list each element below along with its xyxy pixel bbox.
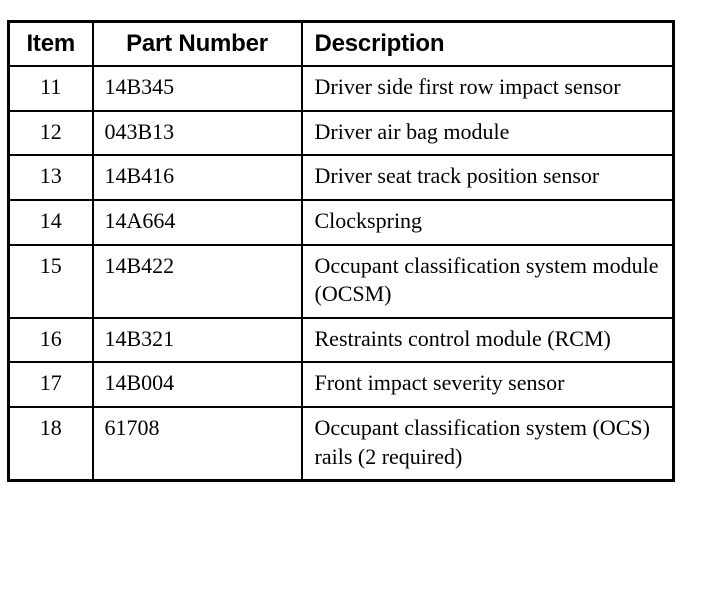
cell-description: Occupant classification system (OCS) rai… — [300, 405, 675, 482]
table-row: 13 14B416 Driver seat track position sen… — [7, 154, 675, 201]
table-header: Item Part Number Description — [7, 20, 675, 68]
table-body: 11 14B345 Driver side first row impact s… — [7, 65, 675, 482]
cell-description: Driver air bag module — [300, 109, 675, 157]
cell-part-number: 14B004 — [91, 361, 303, 408]
cell-item: 11 — [7, 65, 94, 112]
cell-item: 18 — [7, 405, 94, 482]
cell-item: 13 — [7, 154, 94, 201]
cell-part-number: 14A664 — [91, 198, 303, 246]
cell-item: 15 — [7, 243, 94, 319]
cell-description: Occupant classification system module (O… — [300, 243, 675, 319]
cell-part-number: 14B321 — [91, 316, 303, 364]
table-row: 14 14A664 Clockspring — [7, 198, 675, 246]
table-row: 11 14B345 Driver side first row impact s… — [7, 65, 675, 112]
cell-part-number: 14B416 — [91, 154, 303, 201]
cell-item: 17 — [7, 361, 94, 408]
cell-item: 12 — [7, 109, 94, 157]
table-row: 12 043B13 Driver air bag module — [7, 109, 675, 157]
table-header-row: Item Part Number Description — [7, 20, 675, 68]
column-header-item: Item — [7, 20, 94, 68]
cell-description: Restraints control module (RCM) — [300, 316, 675, 364]
table-row: 18 61708 Occupant classification system … — [7, 405, 675, 482]
cell-description: Driver seat track position sensor — [300, 154, 675, 201]
cell-description: Clockspring — [300, 198, 675, 246]
table-row: 16 14B321 Restraints control module (RCM… — [7, 316, 675, 364]
parts-table: Item Part Number Description 11 14B345 D… — [7, 20, 675, 483]
column-header-description: Description — [300, 20, 675, 68]
cell-part-number: 14B345 — [91, 65, 303, 112]
cell-description: Driver side first row impact sensor — [300, 65, 675, 112]
cell-description: Front impact severity sensor — [300, 361, 675, 408]
cell-part-number: 043B13 — [91, 109, 303, 157]
cell-item: 16 — [7, 316, 94, 364]
table-row: 15 14B422 Occupant classification system… — [7, 243, 675, 319]
column-header-part-number: Part Number — [91, 20, 303, 68]
table-row: 17 14B004 Front impact severity sensor — [7, 361, 675, 408]
cell-part-number: 61708 — [91, 405, 303, 482]
cell-item: 14 — [7, 198, 94, 246]
cell-part-number: 14B422 — [91, 243, 303, 319]
